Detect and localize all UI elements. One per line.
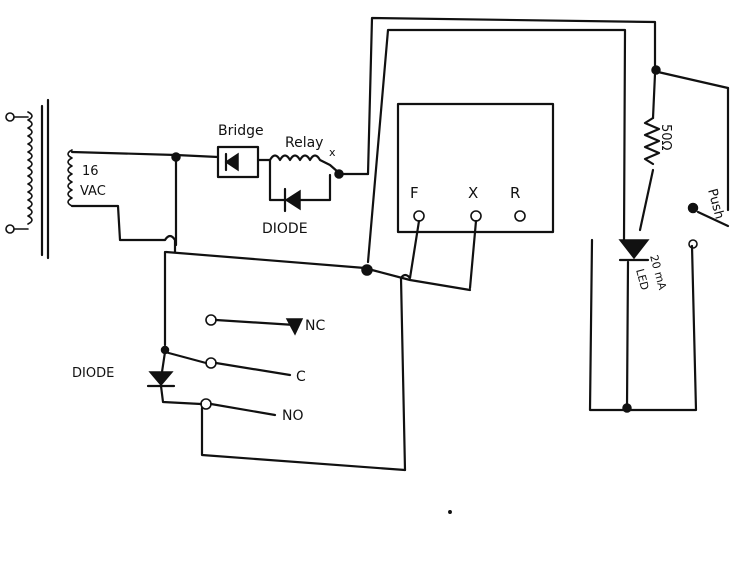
wire-inner-loop: [366, 28, 627, 264]
terminal-x-label: X: [468, 184, 478, 202]
wire-secondary-bottom: [70, 204, 177, 254]
resistor: [643, 116, 661, 166]
push-contact-top: [687, 202, 699, 214]
node-bottom-right: [622, 403, 632, 413]
led-icon: [618, 239, 650, 260]
bridge-rectifier: Bridge: [216, 123, 264, 179]
transformer-label-line2: VAC: [80, 184, 106, 199]
contact-nc-marker: [285, 318, 304, 336]
nc-label: NC: [305, 318, 325, 334]
push-contact-bottom: [688, 239, 698, 249]
relay-coil-loops: [268, 154, 340, 174]
left-diode-icon: [148, 371, 174, 387]
push-button: Push: [687, 86, 730, 249]
primary-coil: [27, 111, 33, 225]
bridge-label: Bridge: [218, 123, 264, 139]
transformer: 16 VAC: [5, 98, 106, 260]
wire-common-right: [370, 268, 472, 292]
bridge-box: [216, 145, 260, 179]
wire-resistor-led: [638, 168, 655, 232]
wire-to-push-top: [656, 70, 730, 90]
terminal-r-label: R: [510, 184, 520, 202]
left-diode: DIODE: [72, 345, 203, 406]
flyback-diode: DIODE: [262, 158, 332, 237]
no-label: NO: [282, 408, 304, 424]
relay-node: [334, 169, 344, 179]
wire-secondary-top: [70, 150, 220, 159]
contact-nc-terminal: [205, 314, 217, 326]
relay-label: Relay: [285, 135, 323, 151]
wire-x-terminal: [468, 219, 478, 290]
diode-top-label: DIODE: [262, 221, 308, 237]
wire-bottom-return: [200, 406, 407, 472]
node-common: [361, 264, 373, 276]
wire-f-terminal: [399, 219, 421, 472]
wire-led-bottom: [625, 260, 630, 410]
contact-c-terminal: [205, 357, 217, 369]
controller-block: F X R: [396, 102, 555, 234]
flyback-diode-icon: [284, 189, 301, 211]
wire-resistor-top: [651, 72, 657, 120]
diode-left-label: DIODE: [72, 366, 114, 381]
wire-outer-loop: [366, 16, 657, 176]
controller-box: [396, 102, 555, 234]
relay-x-label: x: [329, 146, 336, 159]
bridge-diode-icon: [224, 152, 239, 172]
transformer-label-line1: 16: [82, 164, 99, 179]
secondary-coil: [67, 149, 73, 207]
terminal-r: [514, 210, 526, 222]
terminal-x: [470, 210, 482, 222]
relay-contacts: NC C NO: [163, 314, 325, 424]
wire-right-bottom-loop: [588, 238, 698, 412]
terminal-f: [413, 210, 425, 222]
led-label-line2: LED: [633, 267, 651, 291]
resistor-label: 50Ω: [658, 124, 673, 151]
primary-terminal-top: [5, 112, 15, 122]
contact-no-terminal: [200, 398, 212, 410]
primary-terminal-bottom: [5, 224, 15, 234]
primary-leads: [13, 116, 29, 230]
wire-common-horizontal: [164, 250, 367, 270]
c-label: C: [296, 369, 306, 385]
relay-coil: Relay x: [256, 135, 344, 179]
push-lever: [696, 210, 730, 228]
terminal-f-label: F: [410, 184, 419, 202]
